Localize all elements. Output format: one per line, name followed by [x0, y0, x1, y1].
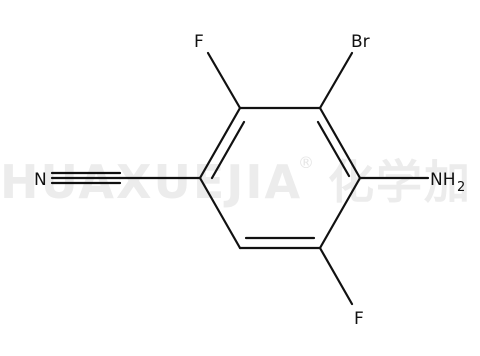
watermark-registered-mark: ®	[298, 153, 314, 172]
atom-nitrile-n: N	[34, 170, 47, 190]
ring-double-bond-c1-c2	[210, 120, 246, 180]
atom-fluorine-top: F	[194, 32, 204, 52]
ring-bond-c4-c5	[318, 176, 362, 250]
ring-bond-c1-c2	[198, 106, 242, 180]
atom-amine-subscript: 2	[457, 180, 465, 195]
ring-double-bond-c3-c4	[316, 120, 351, 178]
nitrile-triple-bond	[50, 171, 122, 185]
benzene-ring	[198, 106, 362, 250]
bond-c2-f	[206, 51, 242, 110]
atom-bromine: Br	[351, 32, 370, 52]
watermark-brand: HUAXUEJIA	[0, 155, 302, 209]
atom-amine-n: NH	[430, 170, 456, 190]
ring-bond-c6-c1	[198, 176, 242, 250]
ring-bond-c3-c4	[318, 106, 362, 180]
atom-fluorine-bottom: F	[354, 309, 364, 329]
bond-c3-br	[318, 51, 354, 110]
bond-c5-f	[318, 246, 354, 306]
